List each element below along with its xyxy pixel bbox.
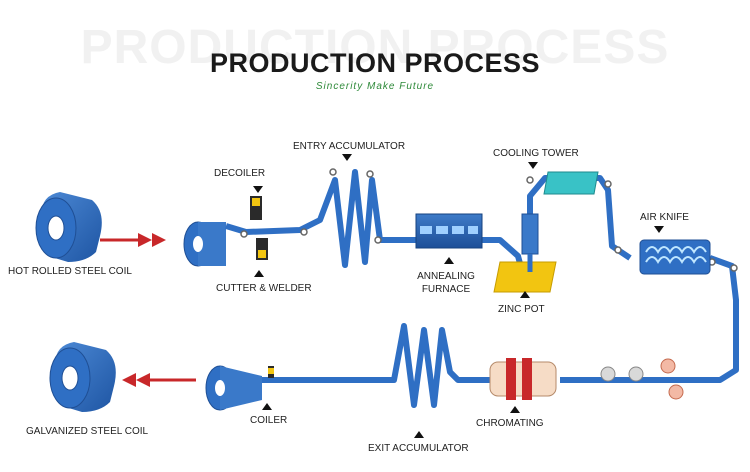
strip-lower bbox=[236, 323, 700, 408]
label-cooling-tower: COOLING TOWER bbox=[493, 148, 579, 159]
zinc-pot-icon bbox=[493, 213, 557, 293]
label-decoiler: DECOILER bbox=[214, 168, 266, 179]
label-exit-accumulator: EXIT ACCUMULATOR bbox=[368, 443, 469, 454]
chromating-icon bbox=[489, 358, 557, 400]
label-annealing-line1: ANNEALING bbox=[417, 271, 475, 282]
label-coiler: COILER bbox=[250, 415, 288, 426]
label-zinc-pot: ZINC POT bbox=[498, 304, 545, 315]
label-entry-accumulator: ENTRY ACCUMULATOR bbox=[293, 141, 406, 152]
decoiler-coil-icon bbox=[183, 221, 226, 267]
label-annealing-furnace: ANNEALING FURNACE bbox=[410, 270, 482, 296]
rollers bbox=[240, 168, 738, 272]
galvanized-coil-icon bbox=[49, 342, 116, 412]
label-hot-rolled-steel-coil: HOT ROLLED STEEL COIL bbox=[8, 266, 132, 277]
strip-upper bbox=[225, 169, 739, 383]
page-title: PRODUCTION PROCESS bbox=[209, 48, 541, 78]
label-galvanized-steel-coil: GALVANIZED STEEL COIL bbox=[26, 426, 149, 437]
output-arrow-icon bbox=[122, 373, 196, 387]
cooling-tower-icon bbox=[543, 171, 599, 195]
page-subtitle: Sincerity Make Future bbox=[315, 81, 435, 92]
background-title: PRODUCTION PROCESS bbox=[80, 21, 670, 74]
label-annealing-line2: FURNACE bbox=[421, 284, 471, 295]
annealing-furnace-icon bbox=[415, 213, 483, 249]
hot-rolled-coil-icon bbox=[35, 192, 102, 262]
coiler-icon bbox=[205, 365, 274, 411]
label-chromating: CHROMATING bbox=[476, 418, 544, 429]
input-arrow-icon bbox=[100, 233, 166, 247]
finishing-rollers bbox=[600, 358, 684, 400]
cutter-welder-icon bbox=[250, 196, 268, 260]
label-cutter-welder: CUTTER & WELDER bbox=[216, 283, 312, 294]
label-air-knife: AIR KNIFE bbox=[640, 212, 689, 223]
pointer-triangles bbox=[253, 154, 664, 438]
air-knife-icon bbox=[639, 239, 711, 275]
